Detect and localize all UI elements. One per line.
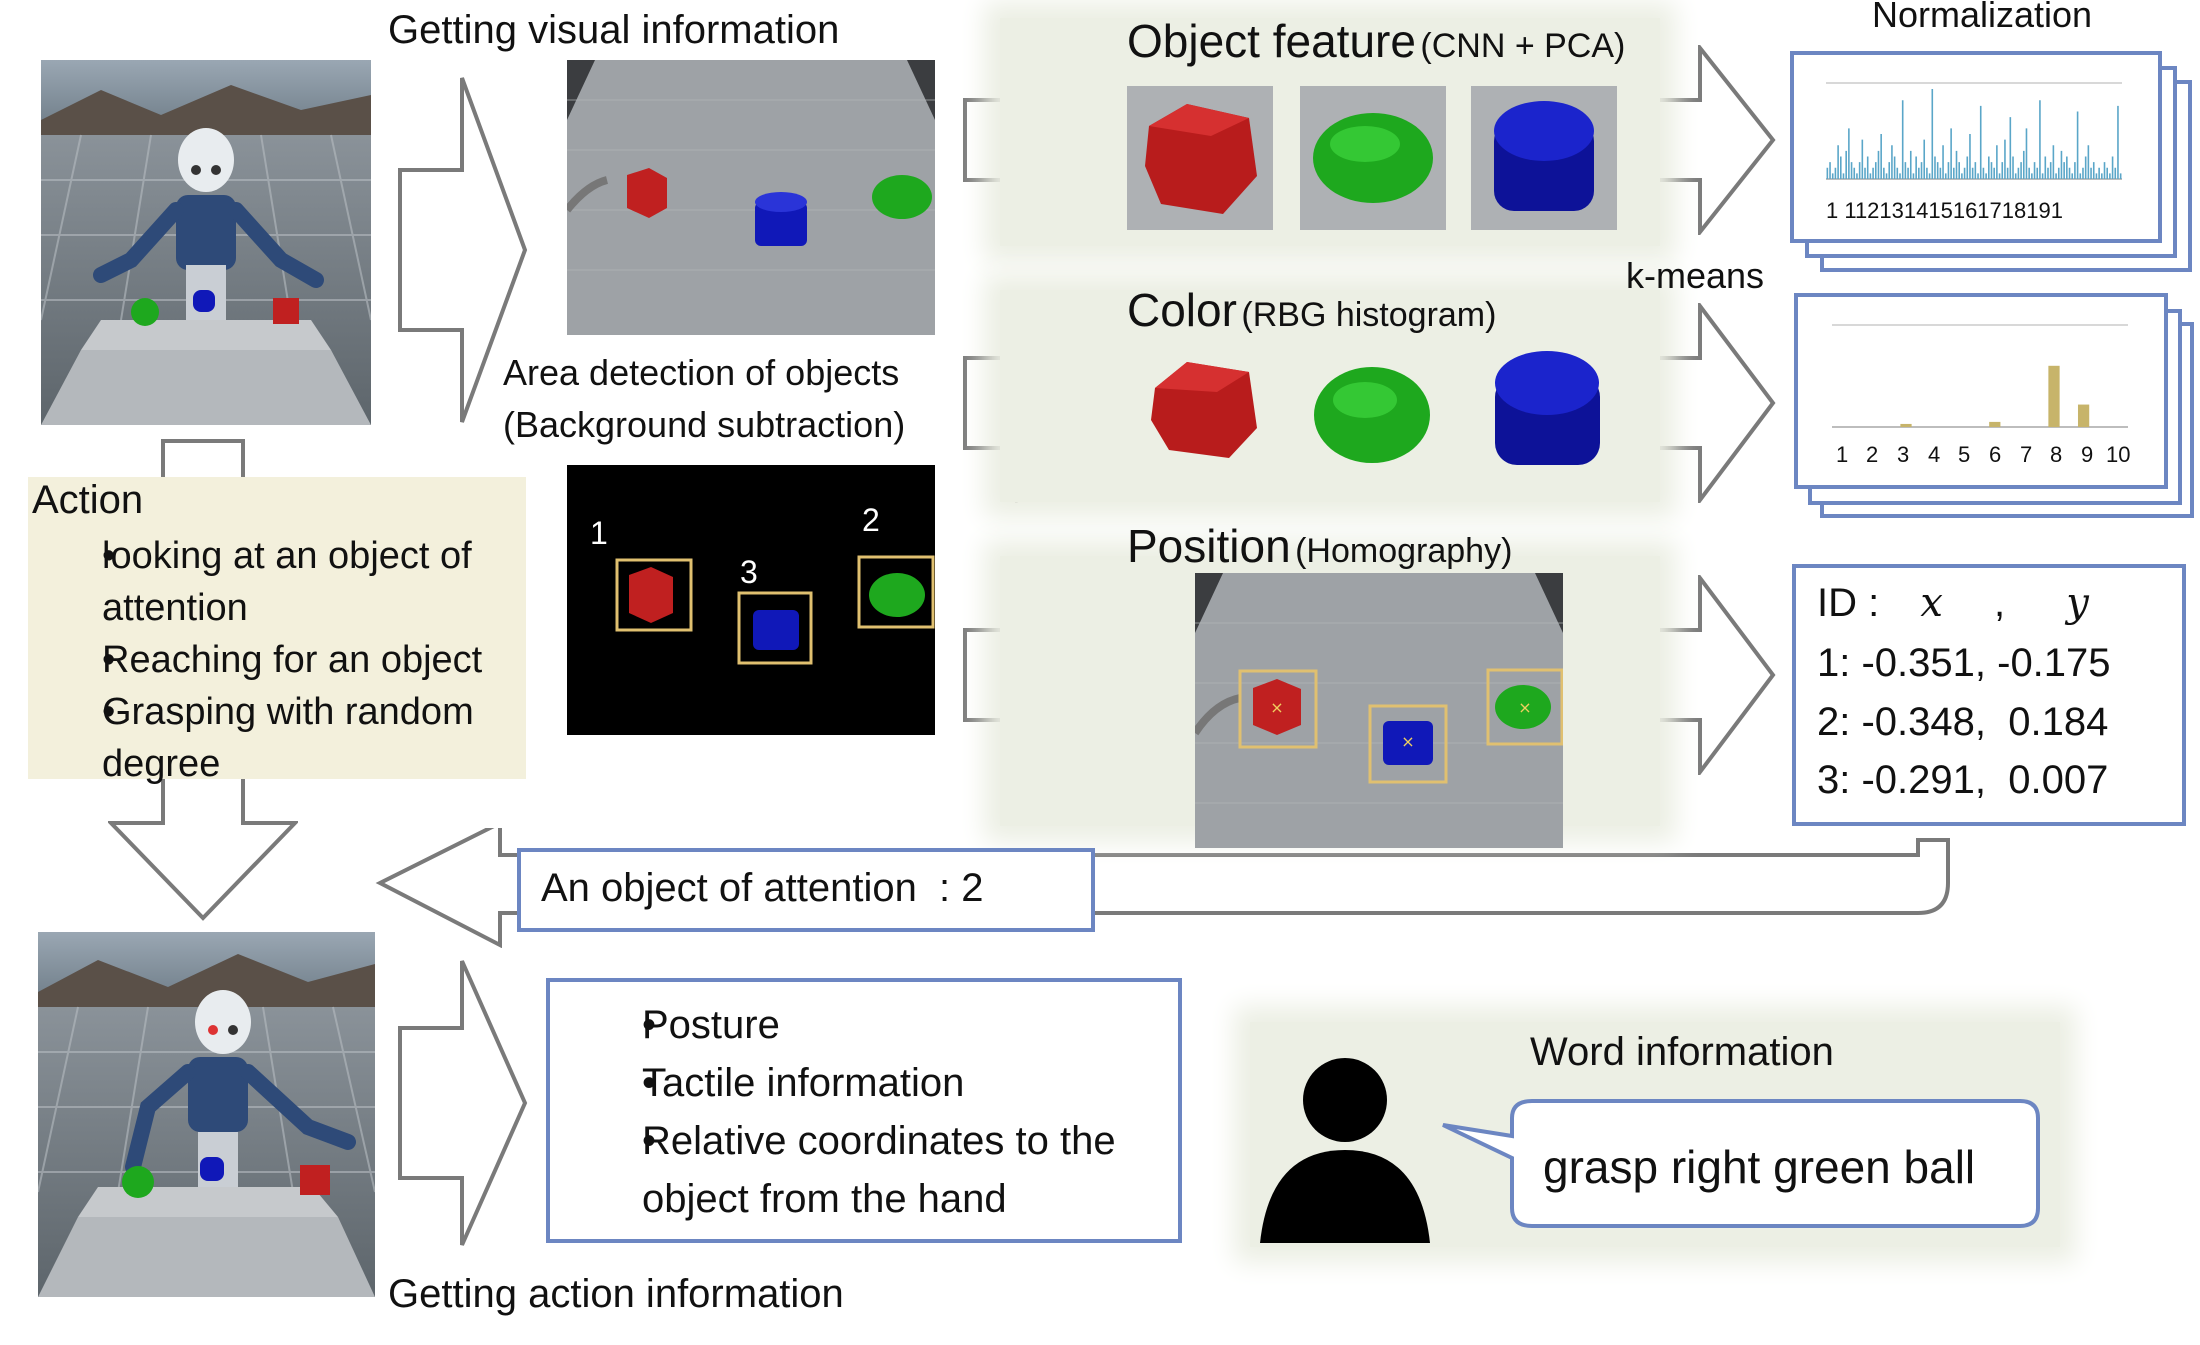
color-axis-tick: 4 [1928,442,1941,467]
action-item: Reaching for an object [32,634,522,686]
histogram-bar [1989,421,2001,427]
histogram-bar [2077,404,2090,427]
coords-header: ID : x , y [1817,580,2089,626]
action-title: Action [32,478,144,522]
coords-row-1: 1: -0.351, -0.175 [1817,641,2111,685]
color-shape-cube [1151,362,1257,458]
color-axis-tick: 6 [1989,442,2002,467]
detection-id-1: 1 [590,515,608,551]
svg-text:×: × [1270,698,1283,717]
attention-box: An object of attention : 2 [517,848,1095,932]
getting-action-label: Getting action information [388,1272,844,1316]
color-axis-labels: 1 2 3 4 5 6 7 8 9 10 [1836,442,2156,472]
kmeans-label: k-means [1626,255,1765,296]
histogram-bar [2048,365,2060,427]
feature-crop-cube [1127,86,1273,230]
color-histogram-chart [1832,324,2128,428]
robot-scene-bottom [38,932,375,1297]
object-feature-title: Object feature (CNN + PCA) [1127,15,1626,67]
color-axis-tick: 5 [1958,442,1971,467]
feature-crop-cylinder [1471,86,1617,230]
getting-visual-label: Getting visual information [388,8,840,52]
table-scene-image [567,60,935,335]
color-title: Color (RBG histogram) [1127,284,1497,336]
robot-scene-top [41,60,371,425]
feature-histogram-chart [1826,82,2122,180]
histogram-bar [1900,423,1912,427]
area-detection-label-2: (Background subtraction) [503,404,906,445]
arrow-right-action-info [398,960,528,1246]
detection-id-3: 3 [740,554,758,590]
detection-image [567,465,935,735]
arrow-right-kmeans [1646,303,1776,503]
speech-bubble [1442,1099,2040,1228]
word-info-label: Word information [1530,1030,1834,1074]
feature-histogram-card [1790,51,2162,243]
coords-row-3: 3: -0.291, 0.007 [1817,758,2109,802]
position-title: Position (Homography) [1127,520,1513,572]
person-icon [1260,1058,1430,1243]
feature-crop-ball [1300,86,1446,230]
action-info-item: Relative coordinates to the object from … [574,1112,1174,1228]
position-image: × × × [1195,573,1563,848]
color-shape-ball [1314,367,1430,463]
detection-id-2: 2 [862,502,880,538]
color-axis-tick: 9 [2081,442,2094,467]
action-info-item: Posture [574,996,1174,1054]
action-item: looking at an object of attention [32,530,522,634]
color-histogram-card [1794,293,2168,489]
area-detection-label-1: Area detection of objects [503,352,900,393]
arrow-right-normalization [1646,45,1776,235]
normalization-label: Normalization [1872,0,2093,35]
color-axis-tick: 8 [2050,442,2063,467]
color-axis-tick: 2 [1866,442,1879,467]
action-item: Grasping with random degree [32,686,522,790]
action-list: looking at an object of attention Reachi… [32,530,522,790]
color-shape-cylinder [1495,351,1600,465]
svg-text:×: × [1518,698,1531,717]
color-axis-tick: 3 [1897,442,1910,467]
color-axis-tick: 10 [2106,442,2131,467]
attention-label: An object of attention : 2 [541,866,984,910]
action-info-box: Posture Tactile information Relative coo… [546,978,1182,1243]
coords-row-2: 2: -0.348, 0.184 [1817,700,2109,744]
word-utterance: grasp right green ball [1543,1141,1976,1193]
action-info-list: Posture Tactile information Relative coo… [574,996,1174,1228]
svg-text:×: × [1401,732,1414,751]
coordinates-box [1792,564,2186,826]
action-info-item: Tactile information [574,1054,1174,1112]
feature-axis-label: 1 112131415161718191 [1826,198,2063,223]
arrow-right-visual [398,77,528,423]
arrow-right-coordinates [1646,575,1776,775]
color-axis-tick: 7 [2020,442,2033,467]
color-axis-tick: 1 [1836,442,1849,467]
